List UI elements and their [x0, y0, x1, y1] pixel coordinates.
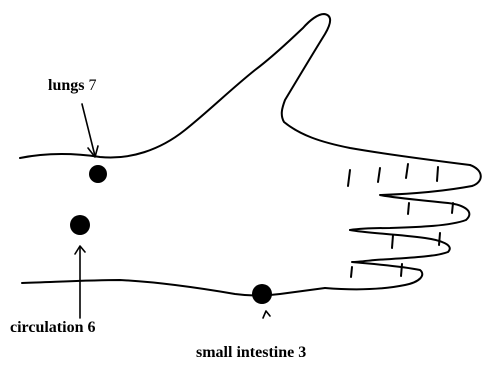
- crease-mark: [437, 167, 438, 181]
- circulation-6-label: circulation 6: [10, 320, 95, 336]
- crease-mark: [378, 168, 380, 182]
- crease-mark: [452, 203, 453, 213]
- small-intestine-arrowhead: [263, 311, 270, 318]
- crease-mark: [401, 264, 402, 276]
- small-intestine-3-label: small intestine 3: [196, 345, 306, 361]
- lungs-7-label: lungs 7: [48, 78, 96, 94]
- small-intestine-3-point: [252, 284, 272, 304]
- finger-outline: [350, 165, 481, 230]
- crease-mark: [408, 203, 409, 214]
- wrist-bottom-line: [22, 280, 325, 296]
- crease-mark: [439, 233, 440, 245]
- lungs-name: lungs: [48, 77, 84, 94]
- crease-mark: [348, 170, 350, 186]
- circulation-6-point: [70, 215, 90, 235]
- crease-mark: [392, 235, 393, 248]
- crease-mark: [351, 267, 352, 277]
- lungs-number: 7: [88, 77, 96, 94]
- lower-finger-outline: [325, 230, 450, 289]
- lungs-7-point: [89, 165, 107, 183]
- crease-mark: [406, 164, 408, 178]
